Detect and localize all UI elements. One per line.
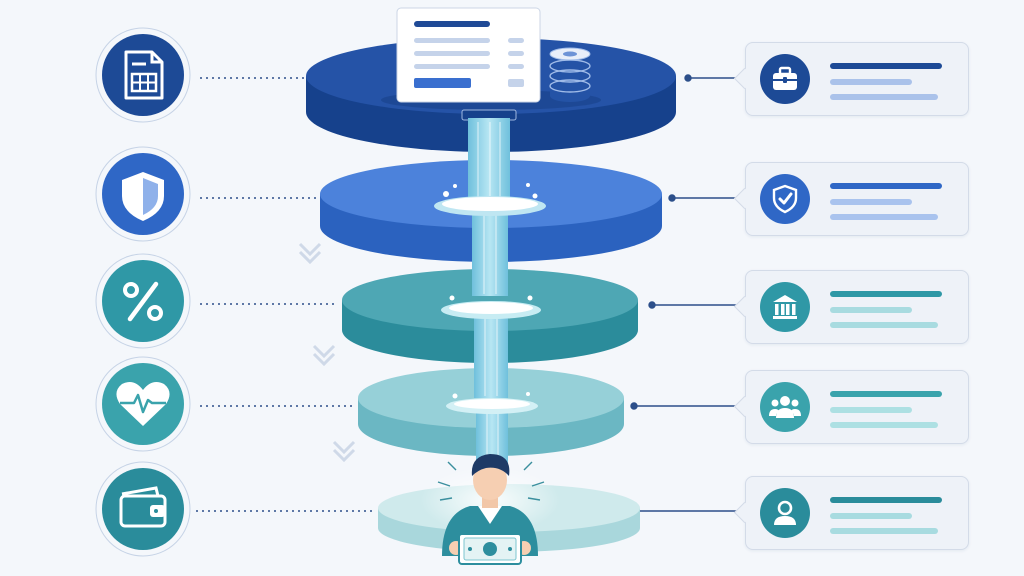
card-1-text-line	[830, 94, 938, 100]
shield-check-icon	[760, 174, 810, 224]
coin-stack-icon	[549, 47, 591, 102]
left-connectors	[196, 77, 376, 512]
shield-icon	[95, 146, 191, 242]
heart-pulse-icon	[95, 356, 191, 452]
wallet-icon	[95, 461, 191, 557]
water-stream	[461, 109, 517, 466]
info-card-5	[733, 476, 969, 550]
sparkle-lines	[437, 461, 545, 501]
card-1-text-line	[830, 79, 912, 85]
bank-building-icon	[760, 282, 810, 332]
info-card-4	[733, 370, 969, 444]
cash-banknote	[449, 533, 531, 565]
down-chevrons	[298, 242, 356, 463]
info-card-1	[733, 42, 969, 116]
info-card-2	[733, 162, 969, 236]
person-icon	[760, 488, 810, 538]
spreadsheet-document-icon	[95, 27, 191, 123]
splash-pools	[434, 183, 546, 414]
payroll-document-card	[396, 7, 541, 103]
card-1-title-line	[830, 63, 942, 69]
briefcase-icon	[760, 54, 810, 104]
people-group-icon	[760, 382, 810, 432]
percent-icon	[95, 253, 191, 349]
info-card-3	[733, 270, 969, 344]
